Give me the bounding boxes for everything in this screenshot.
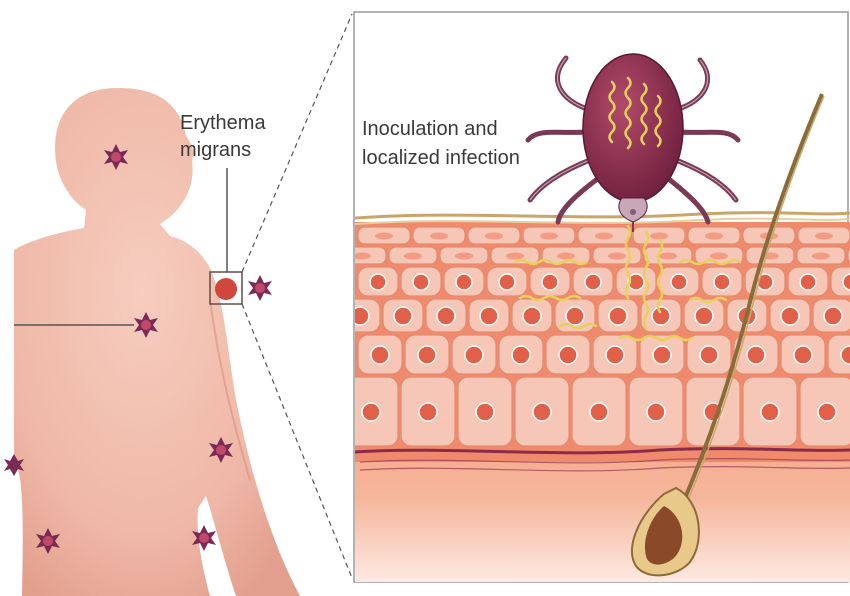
cell-nucleus xyxy=(465,346,483,364)
cell-nucleus xyxy=(456,274,472,290)
cell-nucleus xyxy=(700,346,718,364)
cell-nucleus xyxy=(647,403,665,421)
flattened-cell-nucleus xyxy=(710,253,728,260)
tick-body xyxy=(583,54,683,202)
cell-nucleus xyxy=(418,346,436,364)
cell-nucleus xyxy=(362,403,380,421)
flattened-cell-nucleus xyxy=(608,253,626,260)
cell-nucleus xyxy=(794,346,812,364)
flattened-cell-nucleus xyxy=(353,253,371,260)
cell-nucleus xyxy=(609,307,627,325)
inoculation-label-line2: localized infection xyxy=(362,146,520,170)
flattened-cell-nucleus xyxy=(812,253,830,260)
cell-nucleus xyxy=(533,403,551,421)
cell-nucleus xyxy=(480,307,498,325)
faded-watermark-text xyxy=(0,0,850,22)
flattened-cell-nucleus xyxy=(404,253,422,260)
cell-nucleus xyxy=(370,274,386,290)
cell-nucleus xyxy=(585,274,601,290)
flattened-cell-nucleus xyxy=(540,233,558,240)
cell-nucleus xyxy=(512,346,530,364)
tick-capitulum-dot xyxy=(630,209,636,215)
flattened-cell-nucleus xyxy=(485,233,503,240)
flattened-cell-nucleus xyxy=(705,233,723,240)
cell-nucleus xyxy=(818,403,836,421)
cell-nucleus xyxy=(653,346,671,364)
erythema-migrans-label-line2: migrans xyxy=(180,138,251,162)
cell-nucleus xyxy=(800,274,816,290)
cell-nucleus xyxy=(394,307,412,325)
flattened-cell-nucleus xyxy=(659,253,677,260)
cell-nucleus xyxy=(542,274,558,290)
cell-nucleus xyxy=(413,274,429,290)
cell-nucleus xyxy=(590,403,608,421)
cell-nucleus xyxy=(437,307,455,325)
cell-nucleus xyxy=(476,403,494,421)
cell-nucleus xyxy=(761,403,779,421)
cell-nucleus xyxy=(499,274,515,290)
erythema-migrans-label-line1: Erythema xyxy=(180,111,266,135)
cell-nucleus xyxy=(523,307,541,325)
cell-nucleus xyxy=(781,307,799,325)
cell-nucleus xyxy=(419,403,437,421)
flattened-cell-nucleus xyxy=(455,253,473,260)
cell-nucleus xyxy=(652,307,670,325)
flattened-cell-nucleus xyxy=(595,233,613,240)
cell-nucleus xyxy=(371,346,389,364)
cell-nucleus xyxy=(747,346,765,364)
flattened-cell-nucleus xyxy=(650,233,668,240)
cell-nucleus xyxy=(695,307,713,325)
bite-site-spot xyxy=(215,278,237,300)
inoculation-label-line1: Inoculation and xyxy=(362,117,498,141)
skin-cross-section-panel xyxy=(338,12,850,582)
cell-nucleus xyxy=(714,274,730,290)
cell-nucleus xyxy=(671,274,687,290)
cell-nucleus xyxy=(824,307,842,325)
flattened-cell-nucleus xyxy=(430,233,448,240)
zoom-line-top xyxy=(242,14,352,272)
cell-nucleus xyxy=(606,346,624,364)
cell-nucleus xyxy=(566,307,584,325)
flattened-cell-nucleus xyxy=(557,253,575,260)
flattened-cell-nucleus xyxy=(375,233,393,240)
flattened-cell-nucleus xyxy=(506,253,524,260)
erythema-lesion-icon xyxy=(248,275,272,301)
flattened-cell-nucleus xyxy=(815,233,833,240)
cell-nucleus xyxy=(559,346,577,364)
